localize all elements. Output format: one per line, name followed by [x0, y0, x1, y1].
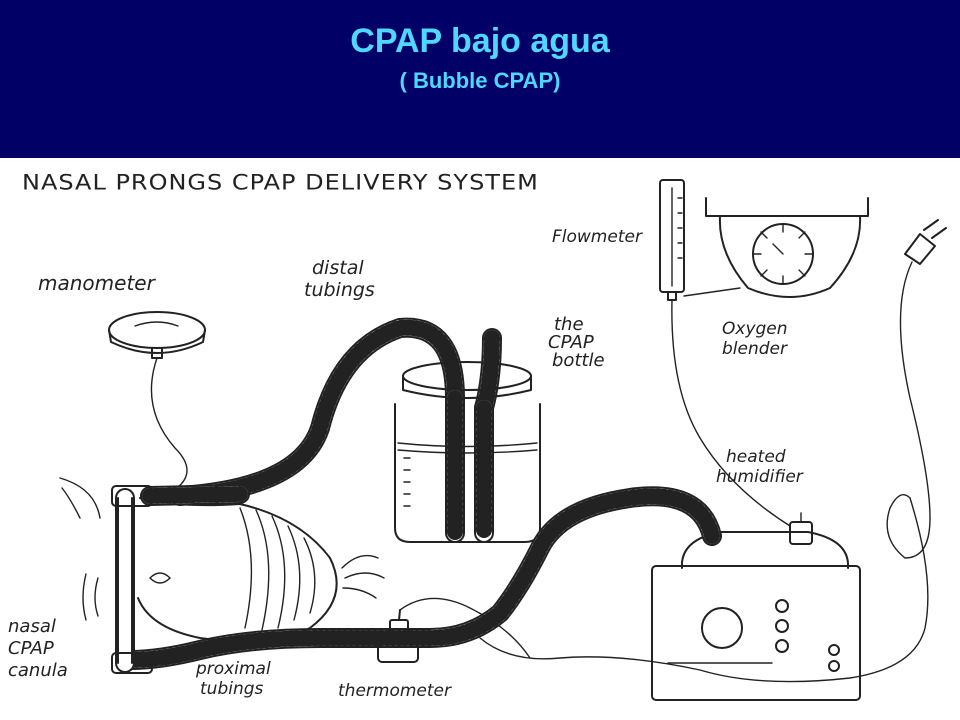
- slide-subtitle: ( Bubble CPAP): [399, 68, 561, 93]
- label-nasal-1: nasal: [8, 616, 56, 637]
- label-nasal-3: canula: [8, 660, 68, 681]
- label-distal-1: distal: [312, 257, 364, 279]
- label-bottle-1: the: [554, 314, 584, 335]
- label-heated-1: heated: [726, 447, 786, 467]
- label-manometer: manometer: [38, 271, 157, 295]
- label-oxygen-2: blender: [722, 339, 788, 359]
- power-plug: [479, 219, 947, 683]
- label-bottle-2: CPAP: [548, 332, 594, 353]
- slide-title: CPAP bajo agua: [350, 22, 610, 60]
- title-banner: CPAP bajo agua ( Bubble CPAP): [0, 0, 960, 158]
- label-bottle-3: bottle: [552, 350, 605, 371]
- thermometer: [377, 597, 531, 663]
- cpap-bottle: [394, 361, 541, 543]
- label-oxygen-1: Oxygen: [722, 319, 788, 339]
- infant-head: [59, 477, 385, 674]
- manometer-device: [108, 311, 206, 499]
- label-heated-2: humidifier: [716, 467, 804, 487]
- diagram-heading: NASAL PRONGS CPAP DELIVERY SYSTEM: [22, 171, 539, 196]
- label-distal-2: tubings: [304, 279, 375, 301]
- flowmeter: [659, 179, 791, 527]
- distal-tubing: [170, 317, 502, 506]
- heated-humidifier: [651, 512, 861, 701]
- cpap-diagram: NASAL PRONGS CPAP DELIVERY SYSTEM manome…: [8, 171, 947, 701]
- oxygen-blender: [705, 197, 869, 298]
- label-nasal-2: CPAP: [8, 638, 54, 659]
- label-proximal-2: tubings: [200, 679, 264, 699]
- proximal-tubing: [120, 486, 722, 670]
- label-flowmeter: Flowmeter: [552, 227, 643, 247]
- label-proximal-1: proximal: [195, 659, 271, 679]
- label-thermometer: thermometer: [338, 681, 452, 701]
